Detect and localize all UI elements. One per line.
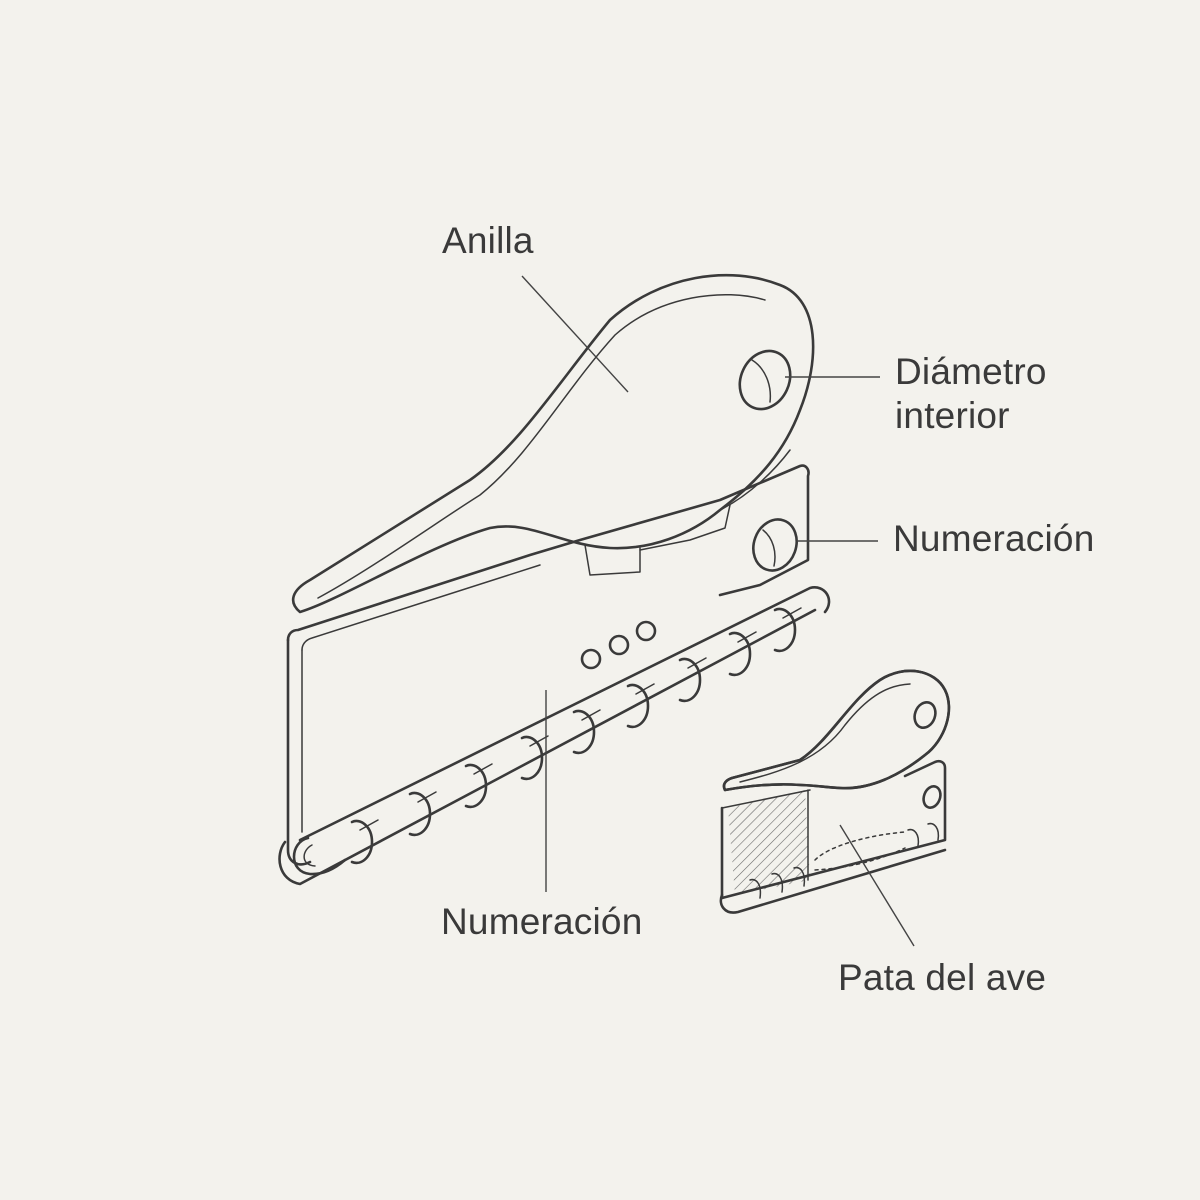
leader-pata	[839, 824, 915, 947]
label-numeracion-right: Numeración	[893, 517, 1094, 561]
ring-coil-edge	[278, 586, 831, 886]
numbering-dot	[608, 634, 630, 656]
ring-paddle	[291, 273, 815, 614]
label-diametro-line1: Diámetro	[895, 351, 1047, 392]
label-numeracion-bottom-text: Numeración	[441, 901, 643, 942]
leader-anilla	[521, 275, 629, 393]
label-diametro-interior: Diámetro interior	[895, 350, 1047, 438]
inner-diameter-hole	[738, 349, 792, 411]
label-diametro-line2: interior	[895, 395, 1010, 436]
plate-hole	[752, 518, 798, 572]
label-numeracion-bottom: Numeración	[441, 900, 642, 944]
label-anilla: Anilla	[442, 219, 534, 263]
label-pata-text: Pata del ave	[838, 957, 1047, 998]
label-anilla-text: Anilla	[442, 220, 534, 261]
numbering-dot	[580, 648, 602, 670]
label-numeracion-right-text: Numeración	[893, 518, 1095, 559]
ring-plate	[286, 464, 810, 866]
numbering-dot	[635, 620, 657, 642]
leg-cross-section	[728, 790, 810, 895]
leader-lines	[521, 275, 915, 947]
label-pata-del-ave: Pata del ave	[838, 956, 1046, 1000]
ring-on-leg-inset	[719, 669, 951, 914]
